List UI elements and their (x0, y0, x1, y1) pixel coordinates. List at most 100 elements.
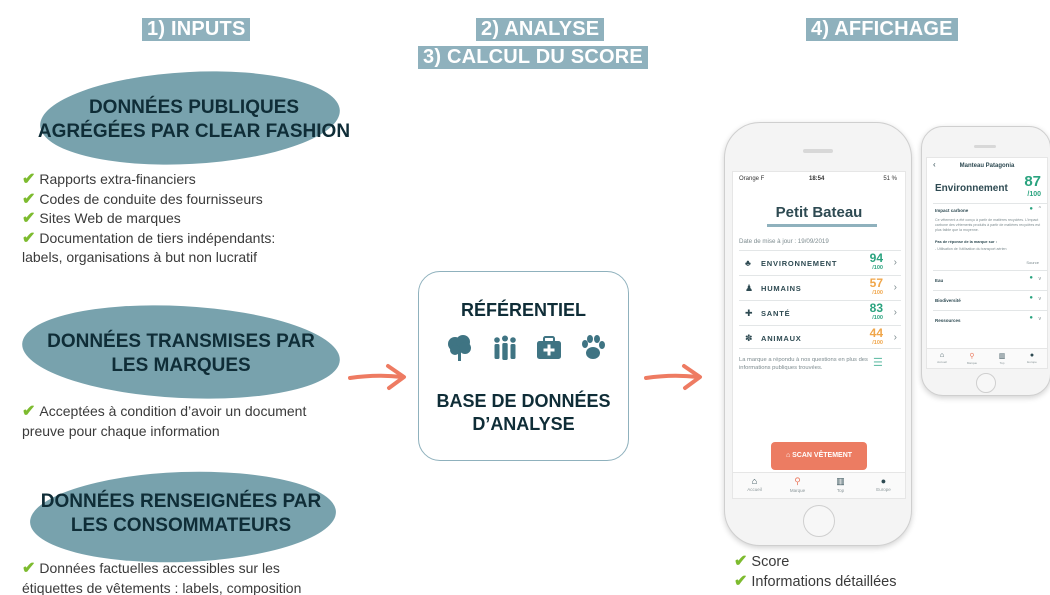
product-title: Manteau Patagonia (959, 163, 1015, 169)
app-screen-product: ‹ Manteau Patagonia Environnement 87 /10… (926, 157, 1048, 369)
status-time: 18:54 (809, 176, 825, 182)
list-item: ✔Informations détaillées (734, 573, 897, 590)
divider (933, 203, 1047, 204)
globe-icon: ● (1029, 352, 1035, 359)
home-icon: ⌂ (939, 352, 945, 359)
tab-top[interactable]: ▥Top (990, 349, 1014, 368)
search-icon: ⚲ (794, 476, 801, 486)
bottom-tab-bar: ⌂Accueil ⚲Marque ▥Top ●Europe (927, 348, 1047, 368)
list-item: ✔Données factuelles accessibles sur les (22, 560, 280, 577)
tag-icon: ⌂ (785, 452, 793, 459)
podium-icon: ▥ (998, 353, 1006, 360)
back-arrow-icon[interactable]: ‹ (933, 160, 936, 169)
impact-text: Ce vêtement a été conçu à partir de mati… (935, 218, 1041, 232)
header-affichage: 4) AFFICHAGE (806, 18, 958, 41)
header-calcul: 3) CALCUL DU SCORE (418, 46, 648, 69)
phone-mockup-product: ‹ Manteau Patagonia Environnement 87 /10… (921, 126, 1050, 396)
chevron-down-icon[interactable]: v (1038, 316, 1042, 322)
medical-kit-icon: ✚ (745, 308, 753, 318)
score-row-animaux[interactable]: ✽ ANIMAUX 44 /100 › (739, 325, 901, 349)
status-battery: 51 % (883, 176, 897, 182)
source-public-list: ✔Rapports extra-financiers ✔Codes de con… (22, 170, 275, 268)
phone-home-button (803, 505, 835, 537)
row-biodiversite[interactable]: Biodiversité (935, 298, 961, 303)
people-icon (494, 335, 517, 360)
arrow-right-icon (644, 364, 702, 390)
check-icon: ✔ (22, 171, 36, 188)
product-score: 87 (1024, 173, 1041, 190)
score-row-humains[interactable]: ♟ HUMAINS 57 /100 › (739, 275, 901, 299)
tab-accueil[interactable]: ⌂Accueil (737, 473, 773, 498)
status-carrier: Orange F (739, 176, 765, 182)
chevron-right-icon: › (893, 257, 897, 268)
row-ressources[interactable]: Ressources (935, 318, 961, 323)
check-icon: ✔ (22, 229, 36, 247)
divider (933, 290, 1047, 291)
list-item-continuation: labels, organisations à but non lucratif (22, 249, 258, 265)
question-label: Pas de réponse de la marque sur : (935, 240, 997, 244)
tree-icon: ♣ (745, 258, 751, 268)
product-score-max: /100 (1027, 191, 1041, 198)
chevron-down-icon[interactable]: v (1038, 276, 1042, 282)
tab-marque[interactable]: ⚲Marque (960, 349, 984, 368)
update-date: Date de mise à jour : 19/09/2019 (739, 238, 829, 245)
score-row-environnement[interactable]: ♣ ENVIRONNEMENT 94 /100 › (739, 250, 901, 274)
tab-europe[interactable]: ●Europe (866, 473, 902, 498)
bottom-tab-bar: ⌂Accueil ⚲Marque ▥Top ●Europe (733, 472, 905, 498)
source-link[interactable]: Source (1026, 260, 1039, 265)
phone-speaker (803, 149, 833, 153)
paw-icon: ✽ (745, 333, 753, 343)
scan-garment-button[interactable]: ⌂ SCAN VÊTEMENT (771, 442, 867, 470)
header-inputs: 1) INPUTS (142, 18, 251, 41)
brand-note: La marque a répondu à nos questions en p… (739, 357, 868, 371)
check-icon: ✔ (734, 573, 748, 590)
tab-marque[interactable]: ⚲Marque (780, 473, 816, 498)
phone-speaker (974, 145, 996, 148)
referentiel-box: RÉFÉRENTIEL BASE DE DONNÉES D’ANALYSE (418, 271, 629, 461)
check-icon: ✔ (734, 553, 748, 570)
chevron-down-icon[interactable]: v (1038, 296, 1042, 302)
source-consumers-title: DONNÉES RENSEIGNÉES PAR LES CONSOMMATEUR… (40, 491, 322, 536)
tab-accueil[interactable]: ⌂Accueil (930, 349, 954, 368)
list-item: ✔Codes de conduite des fournisseurs (22, 190, 263, 208)
list-item: ✔Rapports extra-financiers (22, 171, 196, 188)
search-icon: ⚲ (969, 353, 975, 360)
referentiel-icons (445, 334, 607, 362)
paw-icon (581, 335, 605, 359)
check-icon: ✔ (22, 560, 36, 577)
score-row-sante[interactable]: ✚ SANTÉ 83 /100 › (739, 300, 901, 324)
divider (933, 270, 1047, 271)
document-icon: ☰ (873, 357, 883, 369)
tab-top[interactable]: ▥Top (823, 473, 859, 498)
source-brands-list: ✔Acceptées à condition d’avoir un docume… (22, 402, 306, 441)
chevron-up-icon[interactable]: ^ (1038, 206, 1041, 212)
check-icon: ✔ (22, 210, 36, 227)
globe-icon: ● (880, 476, 887, 486)
list-item: ✔Sites Web de marques (22, 210, 181, 227)
tab-europe[interactable]: ●Europe (1020, 349, 1044, 368)
question-text: - Utilisation de l’utilisation du transp… (935, 247, 1007, 251)
status-dot: ● (1029, 315, 1033, 321)
list-item: ✔Documentation de tiers indépendants: (22, 229, 276, 247)
brand-underline (767, 224, 877, 227)
chevron-right-icon: › (893, 307, 897, 318)
row-eau[interactable]: Eau (935, 278, 944, 283)
header-analyse: 2) ANALYSE (476, 18, 605, 41)
tree-icon (448, 335, 471, 361)
podium-icon: ▥ (836, 476, 845, 486)
divider (933, 310, 1047, 311)
base-donnees-title: BASE DE DONNÉES D’ANALYSE (436, 391, 611, 434)
list-item-continuation: étiquettes de vêtements : labels, compos… (22, 579, 302, 595)
referentiel-title: RÉFÉRENTIEL (460, 300, 586, 320)
status-dot: ● (1029, 206, 1033, 212)
list-item: ✔Score (734, 553, 790, 570)
arrow-right-icon (348, 364, 406, 390)
app-screen-brand: Orange F 18:54 51 % Petit Bateau Date de… (732, 171, 906, 499)
phone-home-button (976, 373, 996, 393)
medical-kit-icon (536, 336, 561, 359)
impact-label: Impact carbone (935, 208, 969, 213)
list-item-continuation: preuve pour chaque information (22, 422, 220, 439)
source-consumers-list: ✔Données factuelles accessibles sur les … (22, 559, 301, 595)
phone-mockup-main: Orange F 18:54 51 % Petit Bateau Date de… (724, 122, 912, 546)
chevron-right-icon: › (893, 332, 897, 343)
